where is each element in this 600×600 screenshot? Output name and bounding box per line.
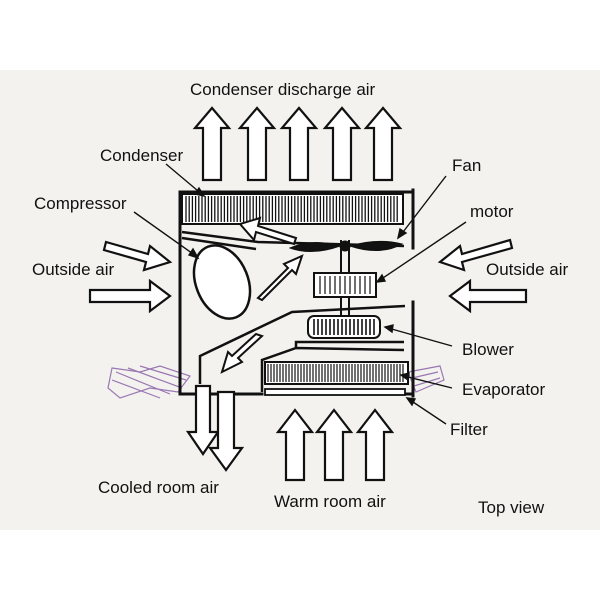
label-cooled-room-air: Cooled room air: [98, 478, 219, 497]
leader-filter: [405, 397, 447, 425]
leader-evaporator: [399, 372, 453, 389]
cooled-air-arrow-1: [185, 384, 221, 456]
cooled-room-air-arrows: [185, 384, 245, 472]
condenser-coil: [181, 193, 404, 225]
warm-air-arrow-3: [355, 408, 395, 482]
cooled-air-inner-arrow: [220, 332, 264, 374]
outside-air-left-arrow-1: [102, 240, 173, 272]
internal-airflow-arrows: [220, 216, 304, 374]
outside-air-right-arrows: [437, 238, 528, 314]
label-fan: Fan: [452, 156, 482, 175]
filter: [264, 388, 406, 396]
fan-blades: [288, 240, 404, 252]
discharge-arrow-3: [279, 106, 319, 182]
leader-motor: [375, 221, 467, 283]
leader-compressor: [133, 211, 200, 260]
leader-lines: [133, 163, 467, 425]
outside-air-right-arrow-1: [437, 238, 514, 272]
fan-motor: [313, 272, 377, 298]
warm-air-arrow-2: [314, 408, 354, 482]
outside-air-inner-arrow: [256, 254, 304, 302]
outside-air-left-arrows: [88, 240, 173, 314]
warm-room-air-arrows: [275, 408, 395, 482]
discharge-air-arrows: [192, 106, 403, 182]
compressor: [192, 244, 252, 320]
outside-air-left-arrow-2: [88, 278, 172, 314]
leader-condenser: [165, 163, 206, 198]
label-condenser: Condenser: [100, 146, 184, 165]
discharge-arrow-1: [192, 106, 232, 182]
label-top-view: Top view: [478, 498, 545, 517]
leader-blower: [383, 324, 453, 347]
cooled-air-arrow-2: [207, 390, 245, 472]
label-motor: motor: [470, 202, 514, 221]
evaporator-housing: [198, 304, 406, 392]
label-blower: Blower: [462, 340, 514, 359]
discharge-arrow-5: [363, 106, 403, 182]
blower: [307, 315, 381, 339]
label-warm-room-air: Warm room air: [274, 492, 386, 511]
discharge-arrow-2: [237, 106, 277, 182]
label-evaporator: Evaporator: [462, 380, 546, 399]
evaporator-coil: [264, 361, 409, 385]
label-filter: Filter: [450, 420, 488, 439]
outside-air-right-arrow-2: [448, 278, 528, 314]
discharge-arrow-4: [322, 106, 362, 182]
label-outside-air-right: Outside air: [486, 260, 569, 279]
label-outside-air-left: Outside air: [32, 260, 115, 279]
leader-fan: [396, 175, 447, 240]
fan-discharge-arrow: [238, 216, 298, 246]
label-condenser-discharge-air: Condenser discharge air: [190, 80, 376, 99]
label-compressor: Compressor: [34, 194, 127, 213]
warm-air-arrow-1: [275, 408, 315, 482]
